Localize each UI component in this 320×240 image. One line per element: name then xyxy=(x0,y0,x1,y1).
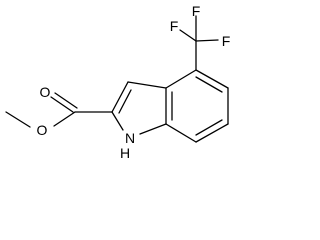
atom-f-right: F xyxy=(222,33,231,49)
bond-c3-c2 xyxy=(111,81,129,113)
atom-n: N xyxy=(125,130,135,146)
bond-c7-c7a xyxy=(165,123,197,143)
atom-h: H xyxy=(120,145,130,161)
bond-c-f-right xyxy=(195,39,219,42)
atom-o-ester: O xyxy=(37,122,48,138)
bond-lines xyxy=(5,15,229,143)
bond-c3-c2-inner xyxy=(118,89,132,114)
bond-c3a-c3 xyxy=(127,81,167,89)
bond-c-o-single xyxy=(53,111,76,127)
atom-o-carbonyl: O xyxy=(40,84,51,100)
bond-c2-n1 xyxy=(111,111,124,131)
chemical-structure: F F F O O N H xyxy=(5,3,231,161)
atom-f-top: F xyxy=(192,3,201,19)
bond-c-o-double-1 xyxy=(50,96,74,113)
bond-n1-c7a xyxy=(139,123,167,135)
bond-c6-c7-inner xyxy=(195,119,223,136)
bond-c4-c5 xyxy=(195,69,229,89)
bond-c-o-double-2 xyxy=(54,92,78,109)
atom-labels: F F F O O N H xyxy=(37,3,231,161)
atom-f-left: F xyxy=(170,18,179,34)
bond-c4-c5-inner xyxy=(195,76,223,93)
bond-c3a-c4 xyxy=(165,69,197,89)
bond-c-f-left xyxy=(179,29,197,42)
bond-o-ch3 xyxy=(5,111,31,128)
bond-c6-c7 xyxy=(195,123,229,143)
